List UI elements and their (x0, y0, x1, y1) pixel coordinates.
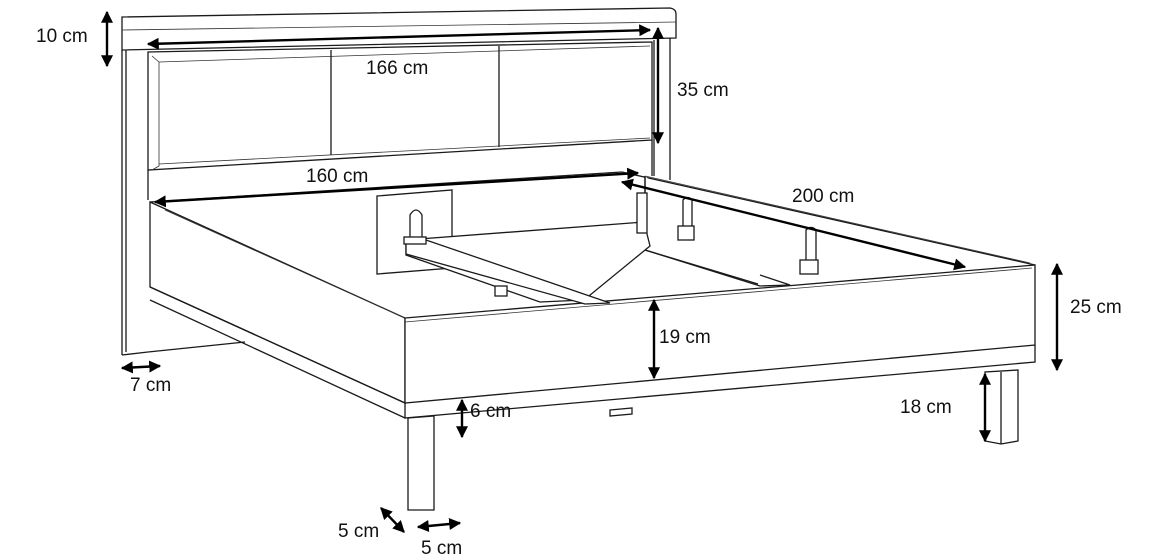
label-leg-depth: 5 cm (338, 521, 380, 542)
dim-arrow-5cm-depth (380, 507, 405, 533)
dim-arrow-200cm (620, 178, 967, 271)
label-inner-width: 160 cm (306, 166, 369, 187)
label-side-rail-height: 19 cm (659, 327, 711, 348)
dim-arrow-166cm (146, 24, 652, 50)
dim-arrow-5cm-width (416, 518, 462, 532)
dim-arrow-7cm (120, 360, 162, 374)
label-inner-length: 200 cm (792, 186, 855, 207)
label-headboard-width: 166 cm (366, 58, 429, 79)
dim-arrow-160cm (153, 167, 640, 208)
label-headboard-top-rail-height: 10 cm (36, 26, 88, 47)
label-leg-height: 18 cm (900, 397, 952, 418)
label-frame-total-height: 25 cm (1070, 297, 1122, 318)
label-headboard-post-depth: 7 cm (130, 375, 172, 396)
dimension-arrows (101, 10, 1063, 533)
label-headboard-panel-height: 35 cm (677, 80, 729, 101)
bed-frame (149, 171, 1036, 511)
label-bottom-rail-height: 6 cm (470, 401, 512, 422)
label-leg-width: 5 cm (421, 538, 463, 559)
